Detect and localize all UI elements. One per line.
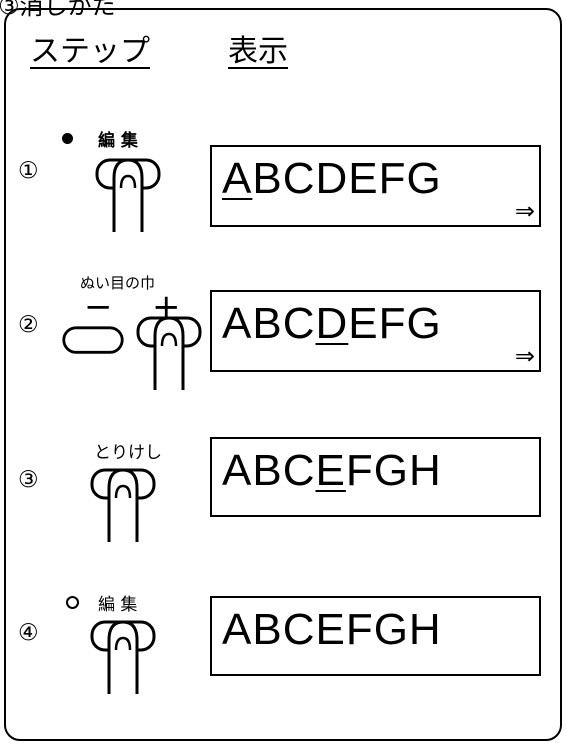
edit-button[interactable] (93, 142, 163, 232)
step-number: ③ (18, 467, 39, 493)
edit-lamp-on-icon (62, 133, 73, 144)
lcd-display: ABCDEFG ⇒ (210, 290, 541, 372)
step-number: ④ (18, 620, 39, 646)
display-text-before: ABC (222, 446, 315, 495)
display-cursor-char: D (315, 299, 348, 348)
edit-lamp-off-icon (66, 596, 79, 609)
display-text-before: ABCEFGH (222, 605, 442, 654)
stitch-width-minus-button[interactable] (60, 322, 126, 360)
display-cursor-char: E (315, 446, 345, 495)
display-text-after: BCDEFG (252, 154, 441, 203)
display-cursor-char: A (222, 154, 252, 203)
step-number: ① (18, 158, 39, 184)
lcd-display: ABCEFGH (210, 437, 541, 517)
display-text-after: FGH (346, 446, 442, 495)
display-text-after: EFG (348, 299, 441, 348)
lcd-display: ABCEFGH (210, 596, 541, 676)
step-number: ② (18, 312, 39, 338)
display-column-header: 表示 (228, 26, 288, 70)
delete-button[interactable] (88, 452, 158, 542)
display-text-before: ABC (222, 299, 315, 348)
step-column-header: ステップ (30, 26, 150, 70)
minus-sign: − (84, 290, 113, 324)
edit-button[interactable] (88, 604, 158, 694)
lcd-display: ABCDEFG ⇒ (210, 145, 541, 227)
scroll-right-arrow-icon: ⇒ (515, 344, 535, 368)
stitch-width-plus-button[interactable] (134, 300, 204, 390)
scroll-right-arrow-icon: ⇒ (515, 199, 535, 223)
